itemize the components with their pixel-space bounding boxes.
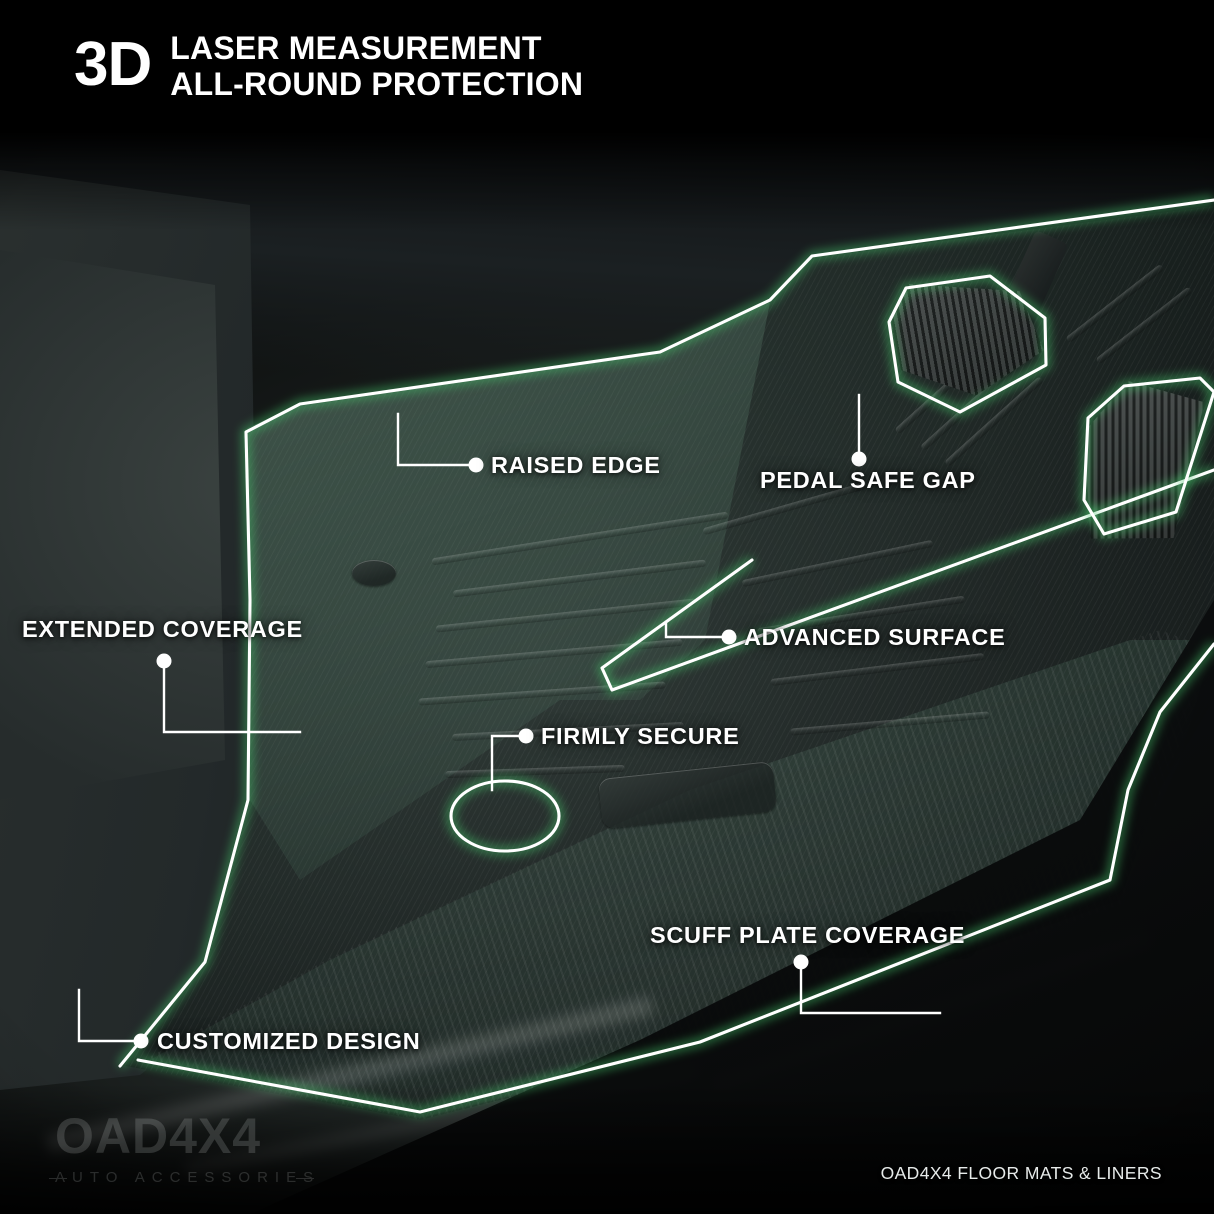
- callout-label-firmly-secure: FIRMLY SECURE: [541, 723, 740, 749]
- leader-dot: [851, 451, 867, 467]
- callout-label-advanced-surface: ADVANCED SURFACE: [744, 624, 1006, 650]
- callout-label-customized-design: CUSTOMIZED DESIGN: [157, 1028, 421, 1054]
- leader-dot: [518, 728, 534, 744]
- callout-label-raised-edge: RAISED EDGE: [491, 452, 661, 478]
- leader-scuff-plate-coverage: [793, 954, 942, 1015]
- header-title-lines: LASER MEASUREMENT ALL-ROUND PROTECTION: [170, 30, 583, 103]
- watermark-brand-name: OAD4X4: [55, 1108, 262, 1164]
- header-banner: 3D LASER MEASUREMENT ALL-ROUND PROTECTIO…: [0, 0, 1214, 132]
- leader-advanced-surface: [664, 620, 737, 645]
- leader-raised-edge: [396, 412, 484, 473]
- header-badge-3d: 3D: [74, 30, 152, 99]
- leader-pedal-safe-gap: [851, 393, 867, 467]
- callout-label-extended-coverage: EXTENDED COVERAGE: [22, 616, 303, 642]
- leader-dot: [468, 457, 484, 473]
- brake-pedal-outline: [884, 271, 1051, 418]
- leader-customized-design: [77, 988, 149, 1049]
- accelerator-pedal-outline: [1079, 373, 1214, 540]
- header-title-line-1: LASER MEASUREMENT: [170, 29, 542, 66]
- firmly-secure-circle: [446, 776, 564, 856]
- mat-perimeter-outline: [116, 195, 1214, 1069]
- header-title-line-2: ALL-ROUND PROTECTION: [170, 66, 584, 102]
- brand-watermark: OAD4X4 AUTO ACCESSORIES: [48, 1108, 321, 1186]
- scuff-plate-outline: [136, 641, 1214, 1117]
- leader-dot: [793, 954, 809, 970]
- leader-dot: [156, 653, 172, 669]
- advanced-surface-chevron-outline: [596, 465, 1214, 696]
- leader-dot: [133, 1033, 149, 1049]
- callout-label-scuff-plate-coverage: SCUFF PLATE COVERAGE: [650, 922, 966, 948]
- leader-extended-coverage: [156, 653, 302, 734]
- leader-firmly-secure: [490, 728, 534, 792]
- callout-label-pedal-safe-gap: PEDAL SAFE GAP: [760, 467, 976, 493]
- leader-dot: [721, 629, 737, 645]
- watermark-tagline: AUTO ACCESSORIES: [48, 1169, 321, 1186]
- footer-product-line: OAD4X4 FLOOR MATS & LINERS: [880, 1163, 1162, 1183]
